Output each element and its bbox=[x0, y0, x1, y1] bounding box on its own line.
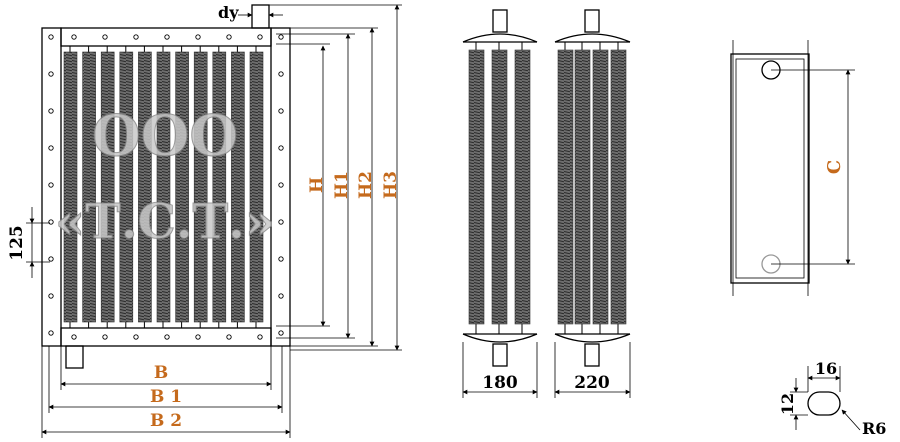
b1-label: B 1 bbox=[150, 387, 182, 407]
h2-label: H2 bbox=[356, 171, 376, 199]
h-label: H bbox=[307, 177, 327, 193]
flange-hole bbox=[278, 71, 284, 77]
side-view-220: 220 bbox=[554, 9, 631, 398]
h1-label: H1 bbox=[332, 171, 352, 199]
slot-height-label: 12 bbox=[778, 393, 797, 415]
collector-hole bbox=[164, 334, 170, 340]
slot-radius-label: R6 bbox=[862, 419, 886, 438]
side-finned-tube bbox=[592, 49, 609, 325]
side-finned-tube bbox=[574, 49, 591, 325]
collector-hole bbox=[102, 34, 108, 40]
flange-hole bbox=[48, 145, 54, 151]
dy-label: dy bbox=[218, 3, 239, 22]
depth-180-label: 180 bbox=[482, 373, 518, 393]
front-view bbox=[41, 4, 291, 369]
flange-view: C bbox=[730, 40, 855, 296]
flange-hole bbox=[278, 145, 284, 151]
flange-hole bbox=[278, 256, 284, 262]
flange-hole bbox=[48, 108, 54, 114]
finned-tube bbox=[138, 51, 152, 323]
flange-hole bbox=[48, 256, 54, 262]
flange-hole bbox=[48, 219, 54, 225]
width-dimensions: B B 1 B 2 bbox=[41, 346, 291, 438]
pitch-dimension: 125 bbox=[7, 207, 50, 278]
mounting-holes bbox=[48, 34, 284, 340]
flange-hole bbox=[48, 182, 54, 188]
side-finned-tube bbox=[557, 49, 574, 325]
side-finned-tube bbox=[610, 49, 627, 325]
bottom-pipe bbox=[65, 345, 84, 369]
collector-hole bbox=[257, 334, 263, 340]
collector-hole bbox=[71, 334, 77, 340]
watermark-line1: ООО bbox=[92, 103, 238, 169]
finned-tube bbox=[249, 51, 264, 323]
flange-hole bbox=[278, 182, 284, 188]
finned-tube bbox=[231, 51, 245, 323]
collector-hole bbox=[257, 34, 263, 40]
h3-label: H3 bbox=[381, 171, 401, 199]
side-finned-tube bbox=[468, 49, 485, 325]
flange-hole bbox=[278, 34, 284, 40]
collector-hole bbox=[164, 34, 170, 40]
left-flange bbox=[41, 27, 62, 347]
collector-hole bbox=[226, 334, 232, 340]
flange-hole bbox=[48, 330, 54, 336]
collector-hole bbox=[102, 334, 108, 340]
height-dimensions: H H1 H2 H3 bbox=[269, 4, 402, 351]
finned-tubes bbox=[63, 46, 264, 328]
flange-hole bbox=[48, 293, 54, 299]
collector-hole bbox=[133, 334, 139, 340]
finned-tube bbox=[82, 51, 96, 323]
side-finned-tube bbox=[514, 49, 531, 325]
slot-shape bbox=[807, 391, 841, 416]
finned-tube bbox=[100, 51, 115, 323]
flange-hole bbox=[278, 108, 284, 114]
c-label: C bbox=[824, 160, 845, 174]
collector-hole bbox=[71, 34, 77, 40]
pitch-label: 125 bbox=[7, 225, 27, 261]
top-pipe bbox=[251, 4, 270, 29]
slot-detail: 16 12 R6 bbox=[778, 359, 886, 438]
b-label: B bbox=[154, 363, 168, 383]
side-finned-tube bbox=[491, 49, 508, 325]
collector-hole bbox=[226, 34, 232, 40]
collector-hole bbox=[195, 34, 201, 40]
finned-tube bbox=[175, 51, 189, 323]
finned-tube bbox=[212, 51, 227, 323]
finned-tube bbox=[119, 51, 134, 323]
slot-width-label: 16 bbox=[815, 359, 837, 378]
collector-hole bbox=[195, 334, 201, 340]
finned-tube bbox=[193, 51, 208, 323]
side-view-180: 180 bbox=[462, 9, 538, 398]
flange-hole bbox=[48, 71, 54, 77]
depth-220-label: 220 bbox=[574, 373, 610, 393]
finned-tube bbox=[156, 51, 171, 323]
flange-hole bbox=[48, 34, 54, 40]
b2-label: B 2 bbox=[150, 411, 182, 431]
collector-hole bbox=[133, 34, 139, 40]
top-collector bbox=[60, 27, 272, 47]
watermark-line2: «Т.С.Т.» bbox=[55, 194, 275, 250]
bottom-collector bbox=[60, 327, 272, 347]
flange-hole bbox=[278, 330, 284, 336]
finned-tube bbox=[63, 51, 78, 323]
flange-hole bbox=[278, 219, 284, 225]
flange-hole bbox=[278, 293, 284, 299]
